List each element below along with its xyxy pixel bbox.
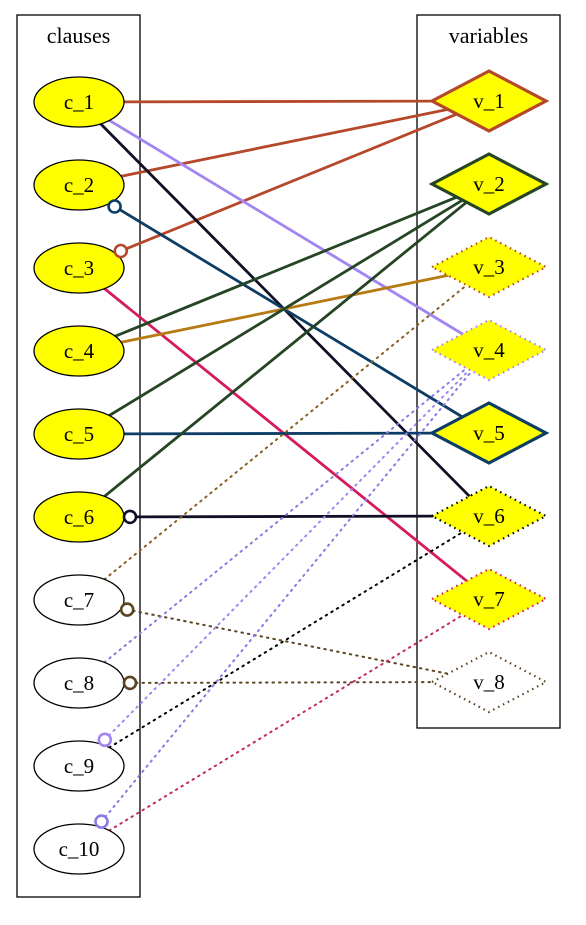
clause-label: c_7 [64, 588, 94, 612]
variable-node-v7[interactable]: v_7 [429, 567, 549, 631]
clause-label: c_5 [64, 422, 94, 446]
edge-c10-v7 [108, 614, 464, 832]
variable-node-v1[interactable]: v_1 [428, 69, 550, 133]
clauses-cluster-label: clauses [47, 23, 111, 48]
variable-label: v_1 [473, 89, 505, 113]
variable-diamond [428, 69, 550, 133]
negation-marker-c3-v1 [113, 243, 129, 259]
clause-node-c6[interactable]: c_6 [33, 491, 125, 543]
markers-layer [94, 199, 138, 829]
clause-node-c2[interactable]: c_2 [33, 159, 125, 211]
negation-marker-c8-v8 [122, 675, 138, 691]
variable-node-v6[interactable]: v_6 [429, 484, 549, 548]
edge-c5-v2 [107, 198, 465, 417]
negation-marker-c7-v8 [119, 602, 135, 617]
negation-marker-c2-v5 [107, 199, 122, 214]
clause-ellipse [33, 408, 125, 460]
variable-label: v_4 [473, 338, 505, 362]
clause-node-c3[interactable]: c_3 [33, 242, 125, 294]
clause-label: c_4 [64, 339, 95, 363]
edge-c2-v1 [119, 108, 450, 178]
clause-label: c_2 [64, 173, 94, 197]
clause-ellipse [33, 159, 125, 211]
edge-c6-v6 [134, 514, 434, 519]
clause-ellipse [33, 740, 125, 792]
edge-c3-v1 [125, 112, 459, 251]
variable-diamond [428, 152, 550, 216]
edge-c9-v6 [108, 531, 464, 749]
clause-ellipse [33, 574, 125, 626]
variable-diamond [429, 650, 549, 714]
clause-label: c_10 [59, 837, 100, 861]
variable-diamond [428, 401, 550, 465]
clause-ellipse [33, 242, 125, 294]
variable-label: v_7 [473, 587, 505, 611]
clause-label: c_8 [64, 671, 94, 695]
edge-c4-v2 [113, 195, 459, 338]
edge-c2-v5 [118, 208, 464, 419]
variable-label: v_3 [473, 255, 505, 279]
clusters-layer: clauses variables [16, 14, 561, 898]
edges-layer [99, 99, 473, 832]
clauses-cluster-box [16, 14, 141, 898]
clause-label: c_6 [64, 505, 94, 529]
variables-cluster-label: variables [449, 23, 528, 48]
variable-label: v_8 [473, 670, 505, 694]
edge-c10-v4 [104, 369, 473, 818]
variable-node-v4[interactable]: v_4 [429, 318, 549, 382]
clause-ellipse [33, 823, 125, 875]
edge-c7-v8 [132, 609, 449, 675]
variable-label: v_2 [473, 172, 505, 196]
variable-label: v_6 [473, 504, 505, 528]
variable-diamond [429, 318, 549, 382]
variable-node-v8[interactable]: v_8 [429, 650, 549, 714]
edge-c6-v2 [103, 200, 469, 498]
clause-label: c_3 [64, 256, 94, 280]
clause-node-c7[interactable]: c_7 [33, 574, 125, 626]
variable-diamond [429, 235, 549, 299]
nodes-layer: c_1 c_2 c_3 c_4 c_5 c_6 c_7 c_8 c_9 c_10 v_1 v_2 v_3… [33, 69, 550, 875]
clause-node-c10[interactable]: c_10 [33, 823, 125, 875]
edge-c1-v1 [122, 99, 434, 104]
clause-node-c1[interactable]: c_1 [33, 76, 125, 128]
clause-ellipse [33, 76, 125, 128]
negation-marker-c9-v4 [97, 732, 113, 748]
edge-c9-v4 [108, 368, 471, 737]
variables-cluster-box [416, 14, 561, 729]
variable-label: v_5 [473, 421, 505, 445]
edge-c7-v3 [103, 284, 468, 581]
edge-c1-v4 [108, 119, 464, 336]
clause-node-c4[interactable]: c_4 [33, 325, 125, 377]
clause-node-c8[interactable]: c_8 [33, 657, 125, 709]
edge-c8-v8 [135, 681, 434, 684]
clause-node-c5[interactable]: c_5 [33, 408, 125, 460]
variable-diamond [429, 567, 549, 631]
clause-label: c_9 [64, 754, 94, 778]
variable-diamond [429, 484, 549, 548]
clause-ellipse [33, 325, 125, 377]
clause-node-c9[interactable]: c_9 [33, 740, 125, 792]
edge-c8-v4 [103, 367, 468, 664]
variable-node-v2[interactable]: v_2 [428, 152, 550, 216]
variable-node-v5[interactable]: v_5 [428, 401, 550, 465]
clause-label: c_1 [64, 90, 94, 114]
negation-marker-c6-v6 [122, 509, 138, 525]
negation-marker-c10-v4 [94, 814, 109, 829]
variable-node-v3[interactable]: v_3 [429, 235, 549, 299]
edge-c5-v5 [122, 431, 434, 436]
